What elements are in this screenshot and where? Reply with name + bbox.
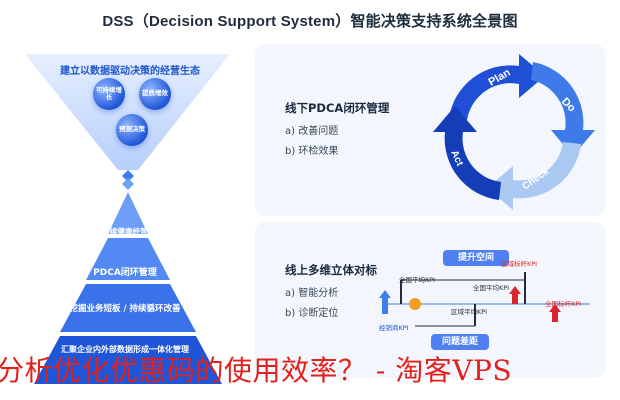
pyramid-label-4: 汇聚企业内外部数据形成一体化管理 <box>61 345 189 354</box>
funnel-cone <box>25 54 230 170</box>
benchmark-panel: 线上多维立体对标 a) 智能分析 b) 诊断定位 提升空间 问题差距 区域标杆K… <box>255 222 605 378</box>
benchmark-item-2: b) 诊断定位 <box>285 308 339 319</box>
funnel-panel: 建立以数据驱动决策的经营生态 可持续增长 提质增效 预测决策 持续健康经营 PD… <box>0 44 250 400</box>
store-kpi-label: 经销商KPI <box>379 324 409 332</box>
page-title: DSS（Decision Support System）智能决策支持系统全景图 <box>102 13 518 30</box>
funnel-caption: 建立以数据驱动决策的经营生态 <box>60 66 200 77</box>
pdca-item-1: a) 改善问题 <box>285 126 339 137</box>
pyramid-label-2: PDCA闭环管理 <box>93 268 157 278</box>
check-arrow <box>487 142 581 210</box>
pdca-item-2: b) 环检效果 <box>285 146 339 157</box>
benchmark-heading: 线上多维立体对标 <box>285 263 377 277</box>
do-arrow <box>531 62 595 156</box>
connector-diamond-2 <box>122 178 134 190</box>
watermark-text: 分析优化优惠码的使用效率？ - 淘客VPS <box>0 354 513 387</box>
region-avg-label: 区域平均KPI <box>451 308 488 316</box>
connector-diamond-1 <box>122 170 134 182</box>
improvement-space-pill: 提升空间 <box>443 250 509 266</box>
bubble-growth: 可持续增长 <box>93 78 125 110</box>
store-kpi-marker <box>379 290 391 314</box>
region-best-marker <box>509 286 521 304</box>
pyramid-level-4 <box>34 336 222 384</box>
global-avg-1-label: 全国平均KPI <box>399 276 436 284</box>
global-avg-2-label: 全国平均KPI <box>473 284 510 292</box>
pyramid-level-1 <box>108 192 148 234</box>
pyramid-label-3: 挖掘业务短板 / 持续循环改善 <box>69 304 181 314</box>
gap-pill: 问题差距 <box>431 334 489 350</box>
bubble-efficiency: 提质增效 <box>139 78 171 110</box>
funnel-graphic <box>25 54 230 384</box>
bubble-prediction: 预测决策 <box>116 114 148 146</box>
national-best-label: 全国标杆KPI <box>545 300 582 308</box>
pyramid-label-1: 持续健康经营 <box>102 227 148 236</box>
region-best-label: 区域标杆KPI <box>501 260 538 268</box>
pyramid-level-3 <box>60 284 196 332</box>
plan-arrow <box>449 54 545 120</box>
benchmark-chart <box>379 272 590 327</box>
current-point <box>409 298 421 310</box>
pdca-cycle: Plan Do Check Act <box>433 54 595 210</box>
national-best-marker <box>549 304 561 322</box>
pyramid-level-2 <box>86 238 170 280</box>
pdca-heading: 线下PDCA闭环管理 <box>285 101 390 115</box>
act-arrow <box>433 106 501 200</box>
benchmark-item-1: a) 智能分析 <box>285 288 339 299</box>
pdca-panel: 线下PDCA闭环管理 a) 改善问题 b) 环检效果 Plan Do Check… <box>255 44 605 216</box>
